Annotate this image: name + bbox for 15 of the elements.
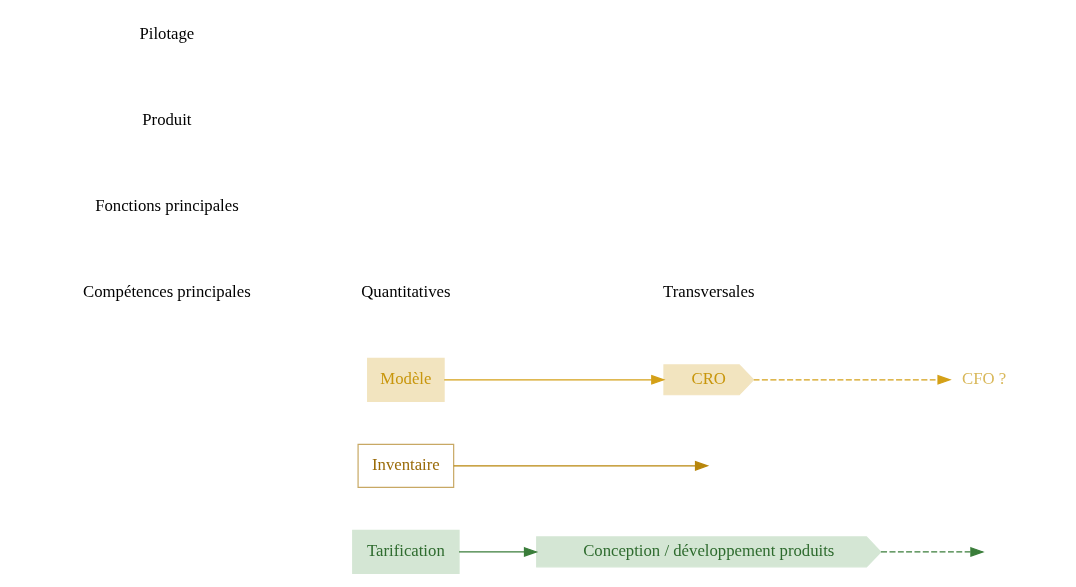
node-box: Tarification <box>351 529 460 574</box>
node-box: Inventaire <box>357 443 454 488</box>
label: Quantitatives <box>360 282 450 302</box>
arrow <box>752 374 952 385</box>
arrow <box>879 546 985 557</box>
arrow <box>457 546 538 557</box>
label: Fonctions principales <box>94 196 239 215</box>
node-text: CFO ? <box>961 369 1006 389</box>
node-box: Modèle <box>366 357 445 402</box>
label: Pilotage <box>139 23 194 43</box>
arrow <box>452 460 709 471</box>
arrow <box>443 374 665 385</box>
label: Produit <box>141 109 192 129</box>
label: Transversales <box>662 282 754 302</box>
label: Compétences principales <box>82 282 251 302</box>
